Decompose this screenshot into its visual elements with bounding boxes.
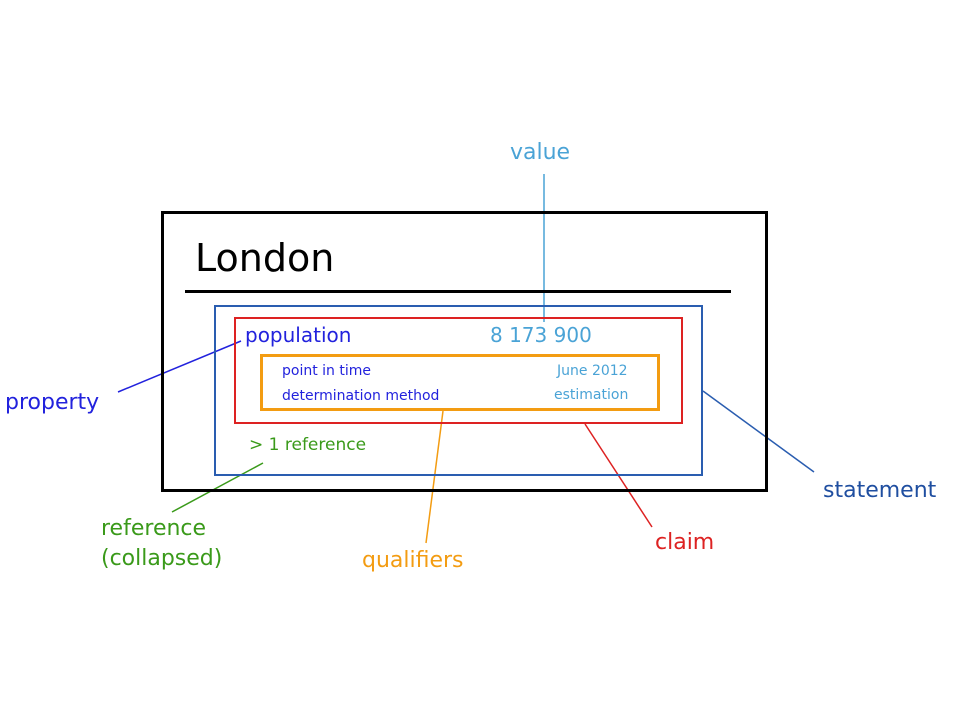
qualifiers-callout-label: qualifiers (362, 548, 464, 573)
property-callout-label: property (5, 390, 100, 415)
qualifier-value: estimation (554, 387, 629, 403)
claim-callout-label: claim (655, 530, 715, 555)
claim-box (234, 317, 683, 424)
property-callout-line (117, 340, 242, 393)
title-divider (185, 290, 731, 293)
qualifier-property: determination method (282, 388, 440, 404)
reference-callout-line (171, 462, 264, 513)
statement-callout-label: statement (823, 478, 937, 503)
statement-callout-line (702, 390, 815, 473)
qualifier-value: June 2012 (557, 363, 628, 379)
statement-box (214, 305, 703, 476)
value-text: 8 173 900 (490, 323, 592, 347)
qualifiers-callout-line (425, 410, 444, 544)
reference-toggle[interactable]: > 1 reference (249, 435, 367, 455)
reference-callout-label: reference (collapsed) (101, 514, 222, 574)
reference-callout-line2: (collapsed) (101, 546, 223, 571)
value-callout-label: value (510, 140, 571, 165)
item-box (161, 211, 768, 492)
qualifiers-box (260, 354, 660, 411)
qualifier-property: point in time (282, 363, 371, 379)
property-label: population (245, 323, 352, 347)
item-title: London (195, 236, 335, 280)
reference-callout-line1: reference (101, 516, 207, 541)
